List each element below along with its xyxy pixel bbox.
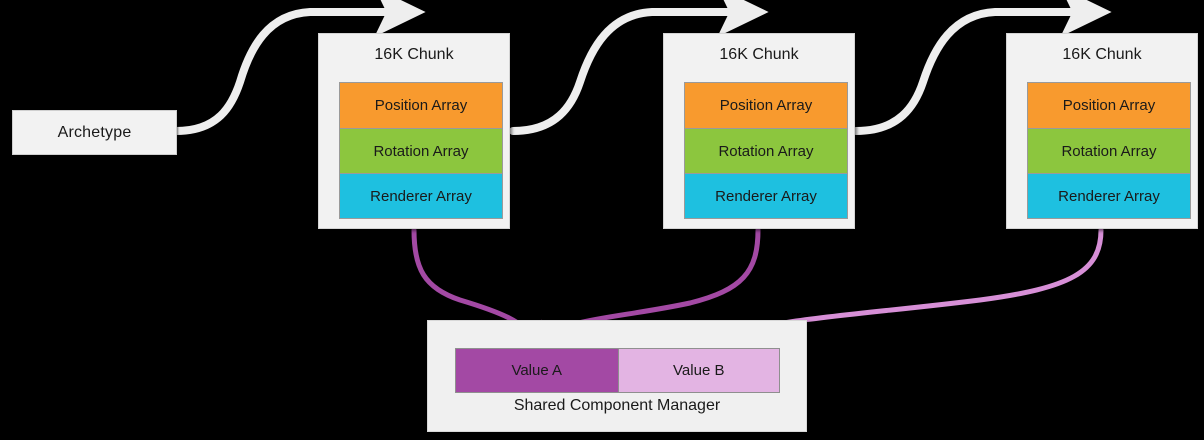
value-cell-a[interactable]: Value A <box>456 349 618 392</box>
array-row-renderer[interactable]: Renderer Array <box>1028 173 1190 218</box>
array-row-renderer[interactable]: Renderer Array <box>685 173 847 218</box>
value-bar: Value A Value B <box>455 348 780 393</box>
array-row-rotation[interactable]: Rotation Array <box>1028 128 1190 173</box>
array-stack: Position Array Rotation Array Renderer A… <box>684 82 848 219</box>
array-row-position[interactable]: Position Array <box>1028 83 1190 128</box>
archetype-label: Archetype <box>57 123 132 141</box>
chunk-title: 16K Chunk <box>1062 46 1142 63</box>
array-row-rotation[interactable]: Rotation Array <box>685 128 847 173</box>
shared-component-manager-caption: Shared Component Manager <box>513 397 721 414</box>
chunk-node-1[interactable]: 16K Chunk Position Array Rotation Array … <box>318 33 510 229</box>
array-row-position[interactable]: Position Array <box>685 83 847 128</box>
value-cell-b[interactable]: Value B <box>617 349 779 392</box>
chunk-node-2[interactable]: 16K Chunk Position Array Rotation Array … <box>663 33 855 229</box>
chunk-title: 16K Chunk <box>374 46 454 63</box>
chunk-node-3[interactable]: 16K Chunk Position Array Rotation Array … <box>1006 33 1198 229</box>
shared-component-manager-node[interactable]: Value A Value B Shared Component Manager <box>427 320 807 432</box>
chunk-title: 16K Chunk <box>719 46 799 63</box>
array-stack: Position Array Rotation Array Renderer A… <box>1027 82 1191 219</box>
array-row-position[interactable]: Position Array <box>340 83 502 128</box>
array-row-rotation[interactable]: Rotation Array <box>340 128 502 173</box>
array-row-renderer[interactable]: Renderer Array <box>340 173 502 218</box>
array-stack: Position Array Rotation Array Renderer A… <box>339 82 503 219</box>
archetype-node[interactable]: Archetype <box>12 110 177 155</box>
